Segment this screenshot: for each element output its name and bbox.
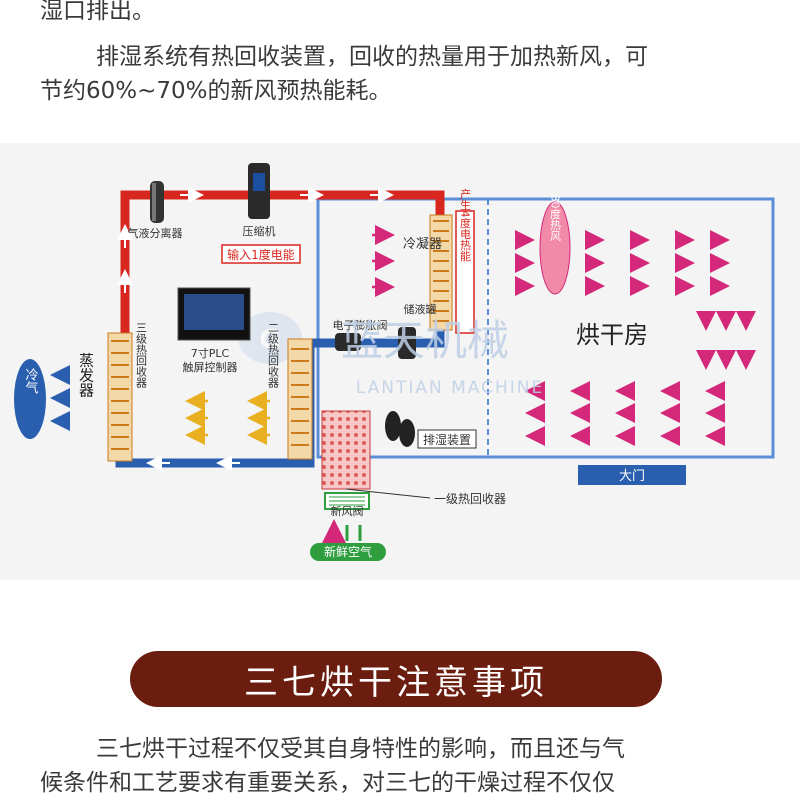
watermark-text-en: LANTIAN MACHINE [356,378,544,398]
plc-label-line1: 7寸PLC [191,346,230,360]
heat-pump-diagram: G 气液分离器 压缩机 输入1度电能 冷凝器 产生4度电热能 [0,143,800,580]
hot-air-label: 80度热风 [549,195,562,242]
door-label: 大门 [619,469,645,484]
watermark-text-cn: 蓝天机械 [341,316,509,365]
fresh-air-arrows [322,519,362,543]
plc-controller [177,287,251,341]
watermark-logo: G [238,312,302,364]
intro-text-line: 湿口排出。 [40,0,770,28]
separator-label: 气液分离器 [128,226,183,240]
compressor-label: 压缩机 [243,224,276,238]
evaporator-coil [107,332,133,462]
receiver-label: 储液罐 [404,302,437,316]
fresh-valve-label: 新风阀 [331,504,364,518]
cold-air-arrows [50,365,70,431]
fresh-air-badge [310,543,386,561]
liquid-receiver [398,327,416,359]
compressor [248,163,270,219]
section-title: 三七烘干注意事项 [244,662,548,703]
third-recovery-label: 三级热回收器 [135,322,148,389]
section-title-banner: 三七烘干注意事项 [130,651,662,707]
bottom-line-2: 候条件和工艺要求有重要关系，对三七的干燥过程不仅仅 [40,770,615,796]
heat-recovery-paragraph: 排湿系统有热回收装置，回收的热量用于加热新风，可 节约60%~70%的新风预热能… [40,40,770,108]
plc-label-line2: 触屏控制器 [183,360,238,374]
svg-text:G: G [259,325,280,355]
airflow-arrows-condenser [372,225,395,297]
expansion-valve-label: 电子膨胀阀 [333,318,388,332]
dehumidifier-fan [385,411,415,447]
condenser-coil [429,214,453,331]
door [578,465,686,485]
expansion-valve [335,333,361,351]
diagram-svg: G 气液分离器 压缩机 输入1度电能 冷凝器 产生4度电热能 [14,163,775,561]
airflow-arrows-room [515,230,756,446]
condenser-label: 冷凝器 [403,236,442,252]
first-recovery-label: 一级热回收器 [434,492,506,506]
gas-liquid-separator [150,181,164,223]
paragraph-line-1: 排湿系统有热回收装置，回收的热量用于加热新风，可 [96,44,648,70]
heat-output-label: 产生4度电热能 [459,187,472,262]
fresh-air-label: 新鲜空气 [324,544,372,559]
first-recovery-exchanger [321,410,371,490]
drying-notes-paragraph: 三七烘干过程不仅受其自身特性的影响，而且还与气 候条件和工艺要求有重要关系，对三… [40,732,770,800]
second-recovery-label: 二级热回收器 [267,322,280,389]
fresh-air-valve [324,492,370,510]
yellow-arrows [185,391,270,445]
hot-air-badge [539,201,571,295]
text-line-top: 湿口排出。 [40,0,155,24]
dehumidifier-label: 排湿装置 [423,432,471,447]
second-recovery-coil [287,338,313,460]
drying-room-outline [316,197,775,459]
cold-air-label: 冷气 [23,368,39,394]
drying-room-label: 烘干房 [576,321,648,349]
power-input-label: 输入1度电能 [227,247,295,262]
paragraph-line-2: 节约60%~70%的新风预热能耗。 [40,78,392,104]
evaporator-label: 蒸发器 [77,353,95,398]
cold-air-badge [14,359,46,439]
bottom-line-1: 三七烘干过程不仅受其自身特性的影响，而且还与气 [96,736,625,762]
